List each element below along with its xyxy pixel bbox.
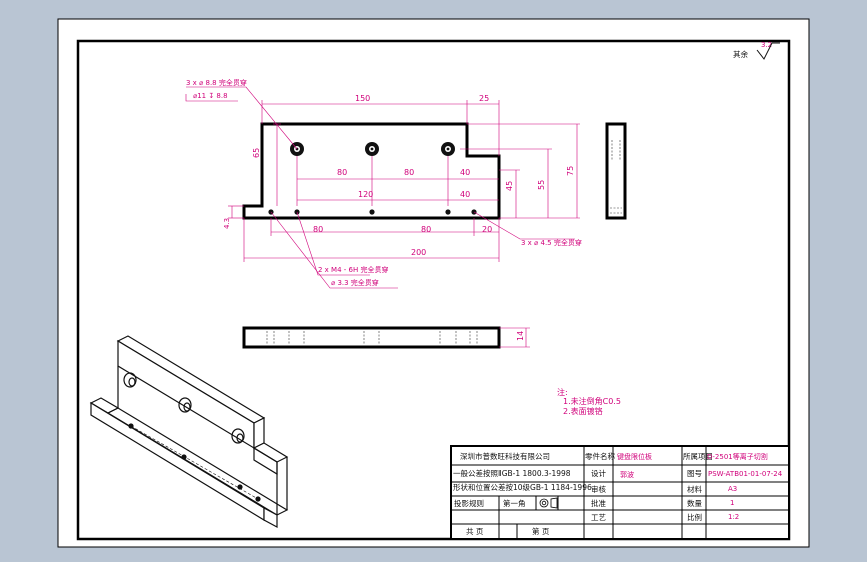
roughness-label: 其余 [733, 49, 748, 59]
drawing-number: PSW-ATB01-01-07-24 [708, 470, 783, 478]
dim-14: 14 [516, 331, 525, 341]
dim-80: 80 [337, 168, 347, 177]
drawing-no-label: 图号 [687, 469, 702, 478]
project-label: 所属项目 [683, 451, 713, 461]
roughness-value: 3.2 [761, 41, 772, 49]
dim-80: 80 [404, 168, 414, 177]
dim-200: 200 [411, 248, 426, 257]
small-hole [369, 209, 375, 215]
tolerance-standard: 一般公差按照ⅡGB-1 1800.3-1998 [453, 468, 571, 478]
dim-40: 40 [460, 168, 470, 177]
counterbore-hole [441, 142, 455, 156]
drawing-border [76, 39, 791, 541]
designer: 郭波 [620, 470, 634, 479]
title-block: 深圳市普数旺科技有限公司 一般公差按照ⅡGB-1 1800.3-1998 形状和… [450, 445, 790, 540]
counterbore-hole [365, 142, 379, 156]
scale-label: 比例 [687, 512, 702, 522]
isometric-view [89, 335, 289, 529]
material-label: 材料 [687, 484, 702, 494]
dim-120: 120 [358, 190, 373, 199]
projection-angle: 第一角 [503, 498, 526, 508]
dim-20: 20 [482, 225, 492, 234]
thread-callout: 2 x M4 - 6H 完全贯穿 [318, 265, 388, 274]
sheet-number: 第 页 [532, 526, 550, 536]
dim-80: 80 [421, 225, 431, 234]
hole-callout: 3 x ⌀ 4.5 完全贯穿 [521, 238, 582, 247]
approve-label: 批准 [591, 498, 606, 508]
dim-55: 55 [537, 180, 546, 190]
front-view-dim-text: 150 25 65 75 55 45 80 80 40 120 40 80 80… [186, 78, 582, 287]
projection-symbol [539, 497, 558, 509]
hole-callout: ⌀ 3.3 完全贯穿 [331, 278, 379, 287]
front-view [242, 122, 501, 220]
part-name: 键盘限位板 [617, 452, 652, 461]
small-hole [445, 209, 451, 215]
dim-150: 150 [355, 94, 370, 103]
material: A3 [728, 485, 737, 493]
check-label: 审核 [591, 484, 606, 494]
dim-4-3: 4.3 [223, 218, 231, 229]
note-item: 1.未注倒角C0.5 [563, 396, 621, 406]
notes-title: 注: [557, 387, 568, 397]
dim-40: 40 [460, 190, 470, 199]
design-label: 设计 [591, 468, 606, 478]
hole-callout: ⌀11 ↧ 8.8 [193, 92, 228, 100]
bottom-view: 14 [242, 326, 530, 349]
scale: 1:2 [728, 513, 739, 521]
dim-45: 45 [505, 181, 514, 191]
dim-25: 25 [479, 94, 489, 103]
note-item: 2.表面镀铬 [563, 406, 603, 416]
side-view [605, 122, 627, 220]
hole-callout: 3 x ⌀ 8.8 完全贯穿 [186, 78, 247, 87]
dim-75: 75 [566, 166, 575, 176]
process-label: 工艺 [591, 513, 606, 522]
part-name-label: 零件名称 [585, 451, 615, 461]
tolerance-standard: 形状和位置公差按10级GB-1 1184-1996 [453, 482, 592, 492]
roughness-symbol: 其余 3.2 [733, 41, 780, 60]
notes: 注: 1.未注倒角C0.5 2.表面镀铬 [557, 387, 621, 416]
quantity-label: 数量 [687, 498, 702, 508]
project-name: D-2501等离子切割 [707, 452, 768, 461]
company-name: 深圳市普数旺科技有限公司 [460, 451, 550, 461]
sheet-total: 共 页 [466, 527, 484, 536]
projection-label: 投影规则 [454, 498, 484, 508]
dim-80: 80 [313, 225, 323, 234]
dim-65: 65 [252, 148, 261, 158]
quantity: 1 [730, 499, 734, 507]
front-view-dimensions [185, 86, 580, 289]
